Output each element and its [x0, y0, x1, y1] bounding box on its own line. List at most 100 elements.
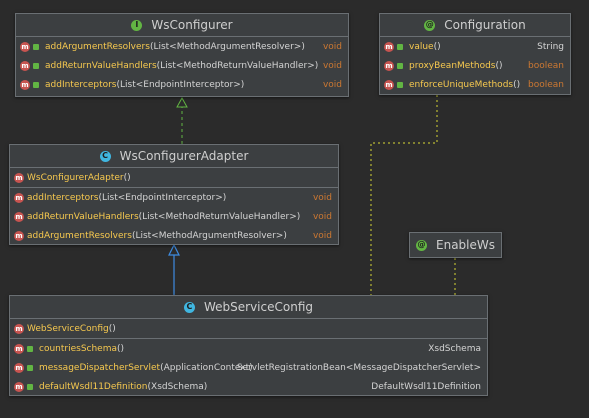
method-name: addInterceptors [45, 79, 117, 90]
method-icon: m [384, 41, 394, 52]
ws-configurer-adapter-header: C WsConfigurerAdapter [10, 145, 338, 168]
method-return: void [312, 211, 332, 222]
method-icon: m [20, 79, 30, 90]
method-return: boolean [528, 60, 564, 71]
method-name: addReturnValueHandlers [27, 211, 139, 222]
public-icon [397, 81, 403, 88]
method-name: addInterceptors [27, 192, 99, 203]
methods-section: m value () String m proxyBeanMethods () … [380, 37, 570, 94]
constructor-row[interactable]: m WebServiceConfig () [10, 319, 487, 338]
method-row[interactable]: m addInterceptors (List<EndpointIntercep… [10, 188, 338, 207]
method-return: ServletRegistrationBean<MessageDispatche… [236, 362, 481, 373]
method-return: XsdSchema [428, 343, 481, 354]
methods-section: m countriesSchema () XsdSchema m message… [10, 339, 487, 396]
enable-ws-node[interactable]: @ EnableWs [409, 232, 502, 258]
method-row[interactable]: m addReturnValueHandlers (List<MethodRet… [10, 207, 338, 226]
node-title: Configuration [444, 18, 526, 32]
method-icon: m [384, 60, 394, 71]
method-icon: m [14, 381, 24, 392]
method-return: boolean [528, 79, 564, 90]
ws-configurer-adapter-node[interactable]: C WsConfigurerAdapter m WsConfigurerAdap… [9, 144, 339, 245]
public-icon [27, 345, 33, 352]
class-icon: C [183, 301, 195, 313]
method-name: WsConfigurerAdapter [27, 172, 124, 183]
method-return: String [537, 41, 564, 52]
configuration-annotation-edge [370, 95, 438, 295]
method-row[interactable]: m countriesSchema () XsdSchema [10, 339, 487, 358]
method-row[interactable]: m addInterceptors (List<EndpointIntercep… [16, 75, 348, 94]
class-icon: C [99, 150, 111, 162]
method-row[interactable]: m defaultWsdl11Definition (XsdSchema) De… [10, 377, 487, 396]
method-row[interactable]: m proxyBeanMethods () boolean [380, 56, 570, 75]
method-params: (ApplicationContext) [160, 362, 253, 373]
methods-section: m addInterceptors (List<EndpointIntercep… [10, 188, 338, 245]
public-icon [27, 364, 33, 371]
method-icon: m [14, 230, 24, 241]
configuration-node[interactable]: @ Configuration m value () String m prox… [379, 13, 571, 95]
method-name: addArgumentResolvers [27, 230, 132, 241]
method-row[interactable]: m value () String [380, 37, 570, 56]
method-row[interactable]: m addArgumentResolvers (List<MethodArgum… [10, 226, 338, 245]
ws-configurer-header: I WsConfigurer [16, 14, 348, 37]
method-params: (XsdSchema) [147, 381, 208, 392]
method-params: () [117, 343, 125, 354]
method-params: () [108, 323, 116, 334]
method-params: () [513, 79, 521, 90]
method-name: value [409, 41, 434, 52]
interface-icon: I [131, 19, 143, 31]
extends-arrowhead [168, 243, 180, 256]
method-name: addArgumentResolvers [45, 41, 150, 52]
method-params: (List<EndpointInterceptor>) [98, 192, 227, 203]
node-title: WsConfigurerAdapter [119, 149, 249, 163]
method-params: () [495, 60, 503, 71]
method-name: WebServiceConfig [27, 323, 109, 334]
constructors-section: m WsConfigurerAdapter () [10, 168, 338, 188]
method-params: (List<MethodArgumentResolver>) [131, 230, 287, 241]
method-name: addReturnValueHandlers [45, 60, 157, 71]
method-icon: m [14, 211, 24, 222]
method-return: void [322, 60, 342, 71]
configuration-header: @ Configuration [380, 14, 570, 37]
method-params: () [433, 41, 441, 52]
method-row[interactable]: m messageDispatcherServlet (ApplicationC… [10, 358, 487, 377]
method-params: (List<EndpointInterceptor>) [116, 79, 245, 90]
public-icon [33, 43, 39, 50]
method-icon: m [14, 172, 24, 183]
ws-configurer-node[interactable]: I WsConfigurer m addArgumentResolvers (L… [15, 13, 349, 97]
constructors-section: m WebServiceConfig () [10, 319, 487, 339]
annotation-icon: @ [416, 239, 427, 251]
method-row[interactable]: m enforceUniqueMethods () boolean [380, 75, 570, 94]
method-params: (List<MethodReturnValueHandler>) [138, 211, 301, 222]
method-icon: m [14, 343, 24, 354]
public-icon [33, 62, 39, 69]
method-icon: m [14, 192, 24, 203]
web-service-config-header: C WebServiceConfig [10, 296, 487, 319]
method-params: () [123, 172, 131, 183]
method-row[interactable]: m addReturnValueHandlers (List<MethodRet… [16, 56, 348, 75]
method-name: countriesSchema [39, 343, 118, 354]
method-return: void [312, 230, 332, 241]
methods-section: m addArgumentResolvers (List<MethodArgum… [16, 37, 348, 94]
method-name: enforceUniqueMethods [409, 79, 514, 90]
method-row[interactable]: m addArgumentResolvers (List<MethodArgum… [16, 37, 348, 56]
method-name: defaultWsdl11Definition [39, 381, 148, 392]
method-name: messageDispatcherServlet [39, 362, 161, 373]
public-icon [27, 383, 33, 390]
method-name: proxyBeanMethods [409, 60, 496, 71]
method-icon: m [20, 41, 30, 52]
node-title: EnableWs [436, 238, 495, 252]
method-params: (List<MethodReturnValueHandler>) [156, 60, 319, 71]
annotation-icon: @ [424, 19, 436, 31]
node-title: WsConfigurer [151, 18, 233, 32]
public-icon [397, 43, 403, 50]
constructor-row[interactable]: m WsConfigurerAdapter () [10, 168, 338, 187]
method-params: (List<MethodArgumentResolver>) [149, 41, 305, 52]
web-service-config-node[interactable]: C WebServiceConfig m WebServiceConfig ()… [9, 295, 488, 396]
method-return: DefaultWsdl11Definition [371, 381, 481, 392]
method-return: void [322, 79, 342, 90]
public-icon [33, 81, 39, 88]
enable-ws-header: @ EnableWs [410, 233, 501, 257]
method-return: void [312, 192, 332, 203]
method-icon: m [20, 60, 30, 71]
